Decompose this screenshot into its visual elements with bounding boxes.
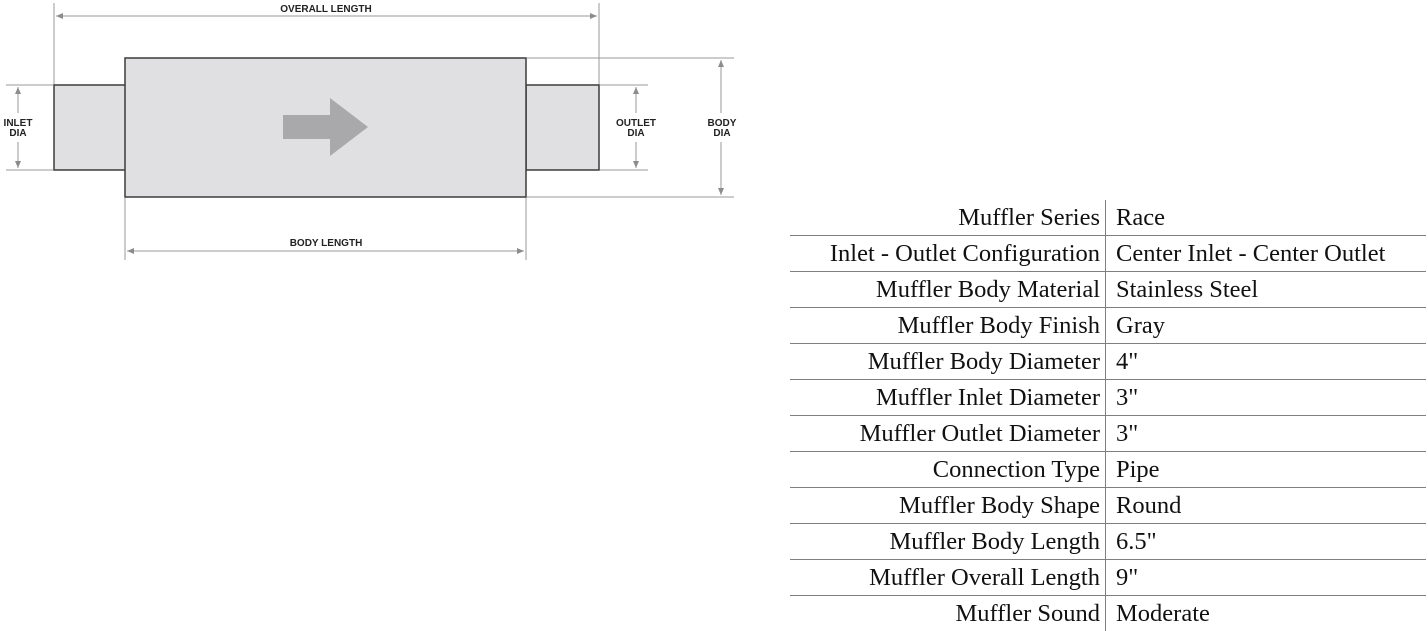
spec-row: Muffler Body Diameter 4": [790, 343, 1426, 380]
outlet-dia-dimension: OUTLET DIA: [600, 84, 656, 171]
outlet-pipe: [525, 84, 600, 171]
body-dia-dimension: BODY DIA: [527, 57, 737, 198]
inlet-pipe: [53, 84, 127, 171]
spec-label: Muffler Body Length: [790, 523, 1106, 560]
spec-row: Inlet - Outlet Configuration Center Inlet…: [790, 235, 1426, 272]
muffler-dimension-diagram: OVERALL LENGTH INLET DIA OUTLET DIA BODY…: [4, 3, 737, 260]
spec-value: Round: [1116, 492, 1182, 519]
spec-row: Muffler Body Shape Round: [790, 487, 1426, 524]
outlet-dia-label-line1: OUTLET: [616, 118, 656, 129]
spec-label: Muffler Outlet Diameter: [790, 415, 1106, 452]
spec-value: Pipe: [1116, 456, 1160, 483]
spec-label: Connection Type: [790, 451, 1106, 488]
spec-label: Muffler Body Diameter: [790, 343, 1106, 380]
spec-label: Muffler Body Finish: [790, 307, 1106, 344]
spec-value: 3": [1116, 384, 1139, 411]
spec-row: Muffler Inlet Diameter 3": [790, 379, 1426, 416]
inlet-dia-label-line2: DIA: [9, 128, 26, 139]
outlet-dia-label-line2: DIA: [627, 128, 644, 139]
spec-row: Muffler Series Race: [790, 200, 1426, 236]
spec-label: Muffler Body Shape: [790, 487, 1106, 524]
inlet-dia-label-line1: INLET: [4, 118, 33, 129]
spec-row: Connection Type Pipe: [790, 451, 1426, 488]
spec-value: Gray: [1116, 312, 1165, 339]
body-dia-label-line2: DIA: [713, 128, 730, 139]
spec-label: Muffler Body Material: [790, 271, 1106, 308]
spec-label: Muffler Sound: [790, 595, 1106, 631]
overall-length-label: OVERALL LENGTH: [280, 4, 371, 15]
spec-value: Stainless Steel: [1116, 276, 1259, 303]
spec-row: Muffler Outlet Diameter 3": [790, 415, 1426, 452]
body-dia-label-line1: BODY: [708, 118, 737, 129]
spec-value: Race: [1116, 204, 1165, 231]
spec-row: Muffler Body Material Stainless Steel: [790, 271, 1426, 308]
spec-label: Muffler Series: [790, 200, 1106, 236]
muffler-shape: [53, 57, 600, 198]
spec-label: Muffler Inlet Diameter: [790, 379, 1106, 416]
spec-value: 6.5": [1116, 528, 1157, 555]
overall-length-dimension: OVERALL LENGTH: [53, 3, 600, 86]
flow-direction-arrow-icon: [283, 98, 368, 156]
spec-label: Inlet - Outlet Configuration: [790, 235, 1106, 272]
spec-row: Muffler Body Finish Gray: [790, 307, 1426, 344]
spec-row: Muffler Overall Length 9": [790, 559, 1426, 596]
spec-value: 3": [1116, 420, 1139, 447]
spec-value: 9": [1116, 564, 1139, 591]
spec-value: Moderate: [1116, 600, 1210, 627]
spec-label: Muffler Overall Length: [790, 559, 1106, 596]
spec-row: Muffler Body Length 6.5": [790, 523, 1426, 560]
inlet-dia-dimension: INLET DIA: [4, 84, 53, 171]
body-length-dimension: BODY LENGTH: [124, 198, 527, 260]
body-length-label: BODY LENGTH: [290, 238, 363, 249]
spec-value: 4": [1116, 348, 1139, 375]
spec-value: Center Inlet - Center Outlet: [1116, 240, 1386, 267]
spec-row: Muffler Sound Moderate: [790, 595, 1426, 631]
